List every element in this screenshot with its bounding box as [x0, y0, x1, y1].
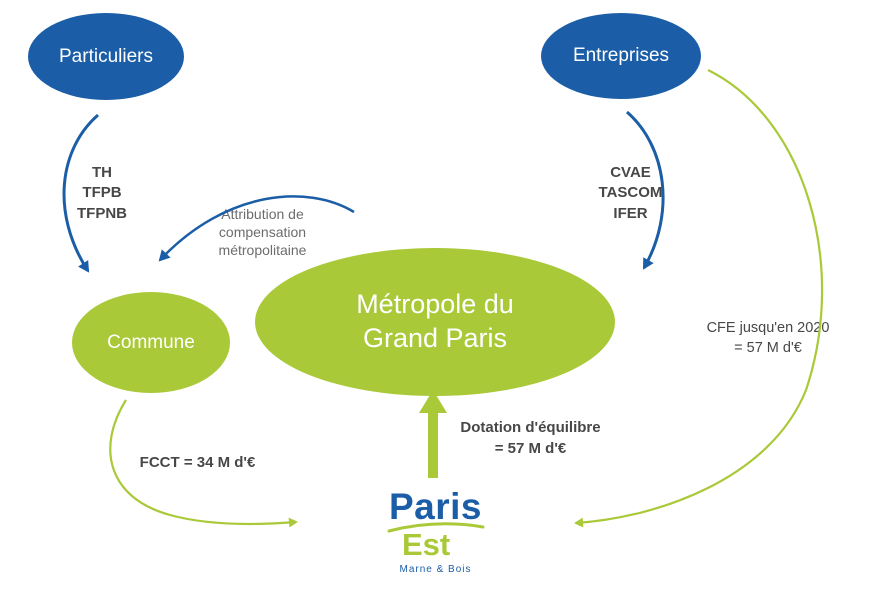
logo-est-text: Est: [402, 527, 451, 562]
arrow-parisest-to-metropole-dotation: [419, 390, 447, 478]
logo-swoosh-icon: [387, 522, 484, 533]
node-metropole-grand-paris: Métropole du Grand Paris: [255, 248, 615, 396]
label-fcct: FCCT = 34 M d'€: [139, 454, 256, 471]
label-dotation-equilibre: Dotation d'équilibre = 57 M d'€: [460, 419, 601, 457]
node-commune: Commune: [72, 292, 230, 393]
label-attribution-compensation: Attribution de compensation métropolitai…: [218, 206, 307, 259]
logo-tagline-text: Marne & Bois: [399, 564, 472, 575]
label-taxes-particuliers: TH TFPB TFPNB: [77, 164, 127, 222]
node-entreprises: Entreprises: [541, 13, 701, 99]
label-cfe-2020: CFE jusqu'en 2020 = 57 M d'€: [706, 320, 830, 357]
node-commune-label: Commune: [107, 331, 195, 353]
node-metropole-label: Métropole du Grand Paris: [356, 289, 514, 353]
node-entreprises-label: Entreprises: [572, 45, 670, 66]
label-taxes-entreprises: CVAE TASCOM IFER: [598, 164, 663, 222]
node-particuliers-label: Particuliers: [59, 45, 153, 67]
node-particuliers: Particuliers: [28, 13, 184, 100]
logo-paris-text: Paris: [388, 486, 482, 527]
paris-est-logo: Paris Est Marne & Bois: [368, 488, 503, 575]
